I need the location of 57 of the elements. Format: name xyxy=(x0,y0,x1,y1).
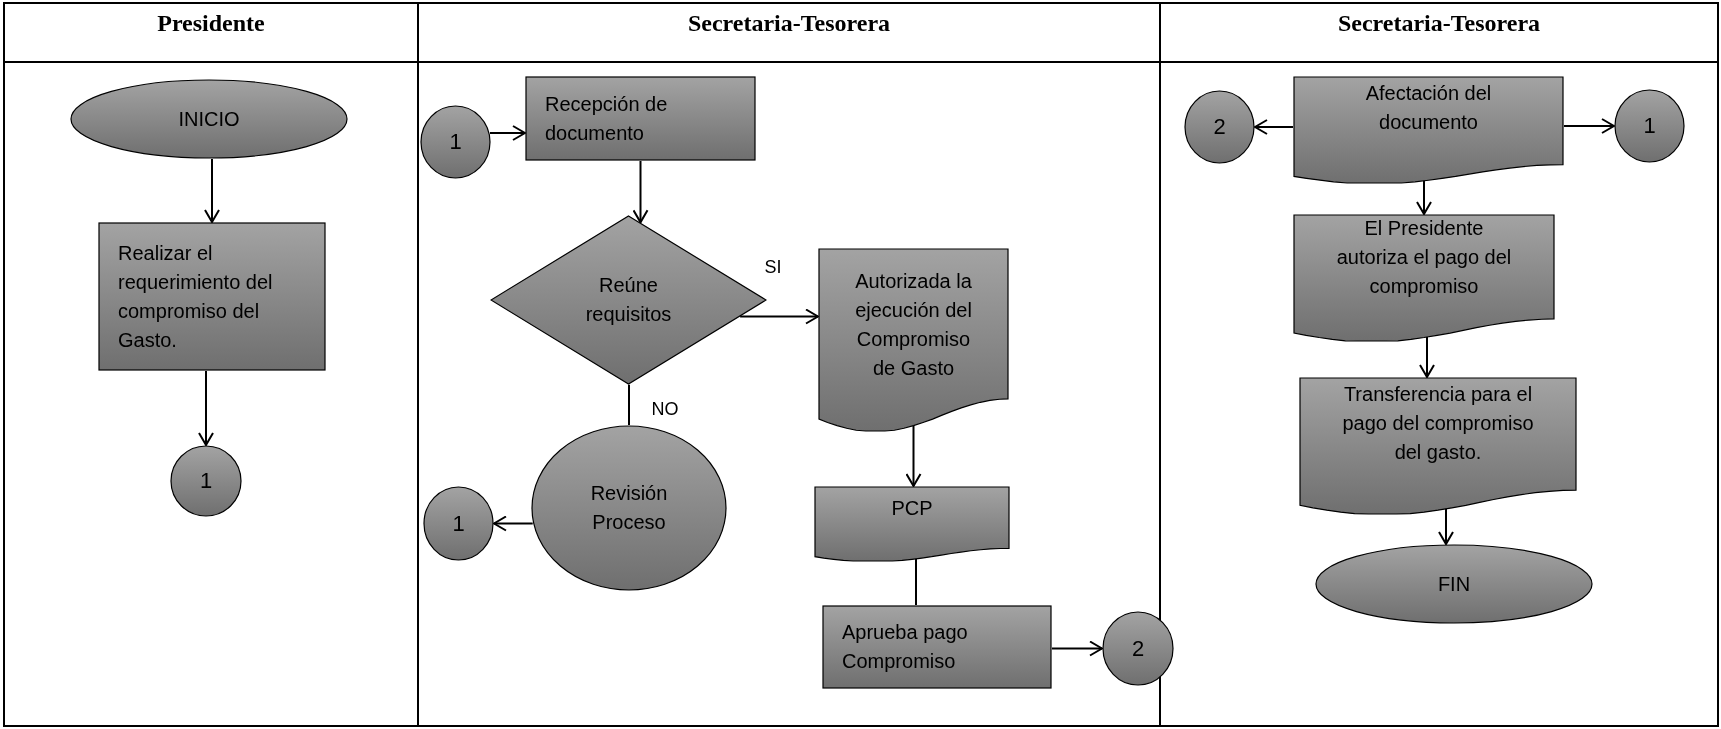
node-label: Aprueba pago Compromiso xyxy=(842,620,969,674)
lane-header: Secretaria-Tesorera xyxy=(687,9,891,38)
node-label: Revisión Proceso xyxy=(589,481,669,535)
node-label: Autorizada la ejecución del Compromiso de Gasto xyxy=(854,268,973,381)
decision-diamond xyxy=(490,215,767,385)
terminal-ellipse xyxy=(1315,544,1593,624)
document-shape xyxy=(818,248,1009,432)
arrow xyxy=(198,370,214,446)
arrow xyxy=(1419,336,1435,378)
arrow xyxy=(1438,507,1454,546)
terminal-ellipse xyxy=(70,79,348,159)
connector-circle xyxy=(420,105,491,179)
node-label: Realizar el requerimiento del compromiso del Gasto. xyxy=(118,240,274,353)
node-label: 1 xyxy=(449,128,462,157)
process-box xyxy=(98,222,326,371)
document-shape xyxy=(814,486,1010,562)
node-label: INICIO xyxy=(178,106,240,132)
arrow xyxy=(632,160,649,224)
document-shape xyxy=(1293,214,1555,342)
node-label: Reúne requisitos xyxy=(584,273,673,327)
arrow xyxy=(1254,119,1294,135)
connector-circle xyxy=(1614,89,1685,163)
node-label: 2 xyxy=(1131,634,1145,663)
node-label: 1 xyxy=(199,467,213,496)
lane-header: Secretaria-Tesorera xyxy=(1337,9,1541,38)
arrow xyxy=(488,125,526,141)
arrow xyxy=(739,308,819,325)
document-shape xyxy=(1293,76,1564,184)
arrow xyxy=(1416,179,1432,215)
arrow xyxy=(1563,118,1615,134)
node-label: Afectación del documento xyxy=(1364,81,1493,136)
arrow xyxy=(1051,640,1103,657)
node-label: PCP xyxy=(891,495,933,521)
node-label: 1 xyxy=(1643,112,1656,141)
connector-circle xyxy=(1184,90,1255,164)
connector-circle xyxy=(1102,611,1174,686)
connector-circle xyxy=(170,445,242,517)
connector-circle xyxy=(423,486,494,561)
process-box xyxy=(525,76,756,161)
arrow xyxy=(204,158,220,223)
process-box xyxy=(822,605,1052,689)
lane-header: Presidente xyxy=(157,9,265,38)
arrow xyxy=(905,424,922,487)
node-label: Recepción de documento xyxy=(545,91,669,146)
node-label: FIN xyxy=(1437,571,1471,597)
swimlane xyxy=(3,2,419,727)
swimlane xyxy=(417,2,1161,727)
node-label: 2 xyxy=(1213,113,1226,142)
arrow xyxy=(493,515,534,532)
process-ellipse xyxy=(531,425,727,591)
node-label: 1 xyxy=(452,509,465,538)
document-shape xyxy=(1299,377,1577,515)
node-label: Transferencia para el pago del compromiso del gasto. xyxy=(1341,382,1535,466)
connector-line xyxy=(915,557,917,606)
connector-line xyxy=(628,383,630,426)
node-label: El Presidente autoriza el pago del compromiso xyxy=(1335,215,1513,299)
swimlane xyxy=(1159,2,1719,727)
